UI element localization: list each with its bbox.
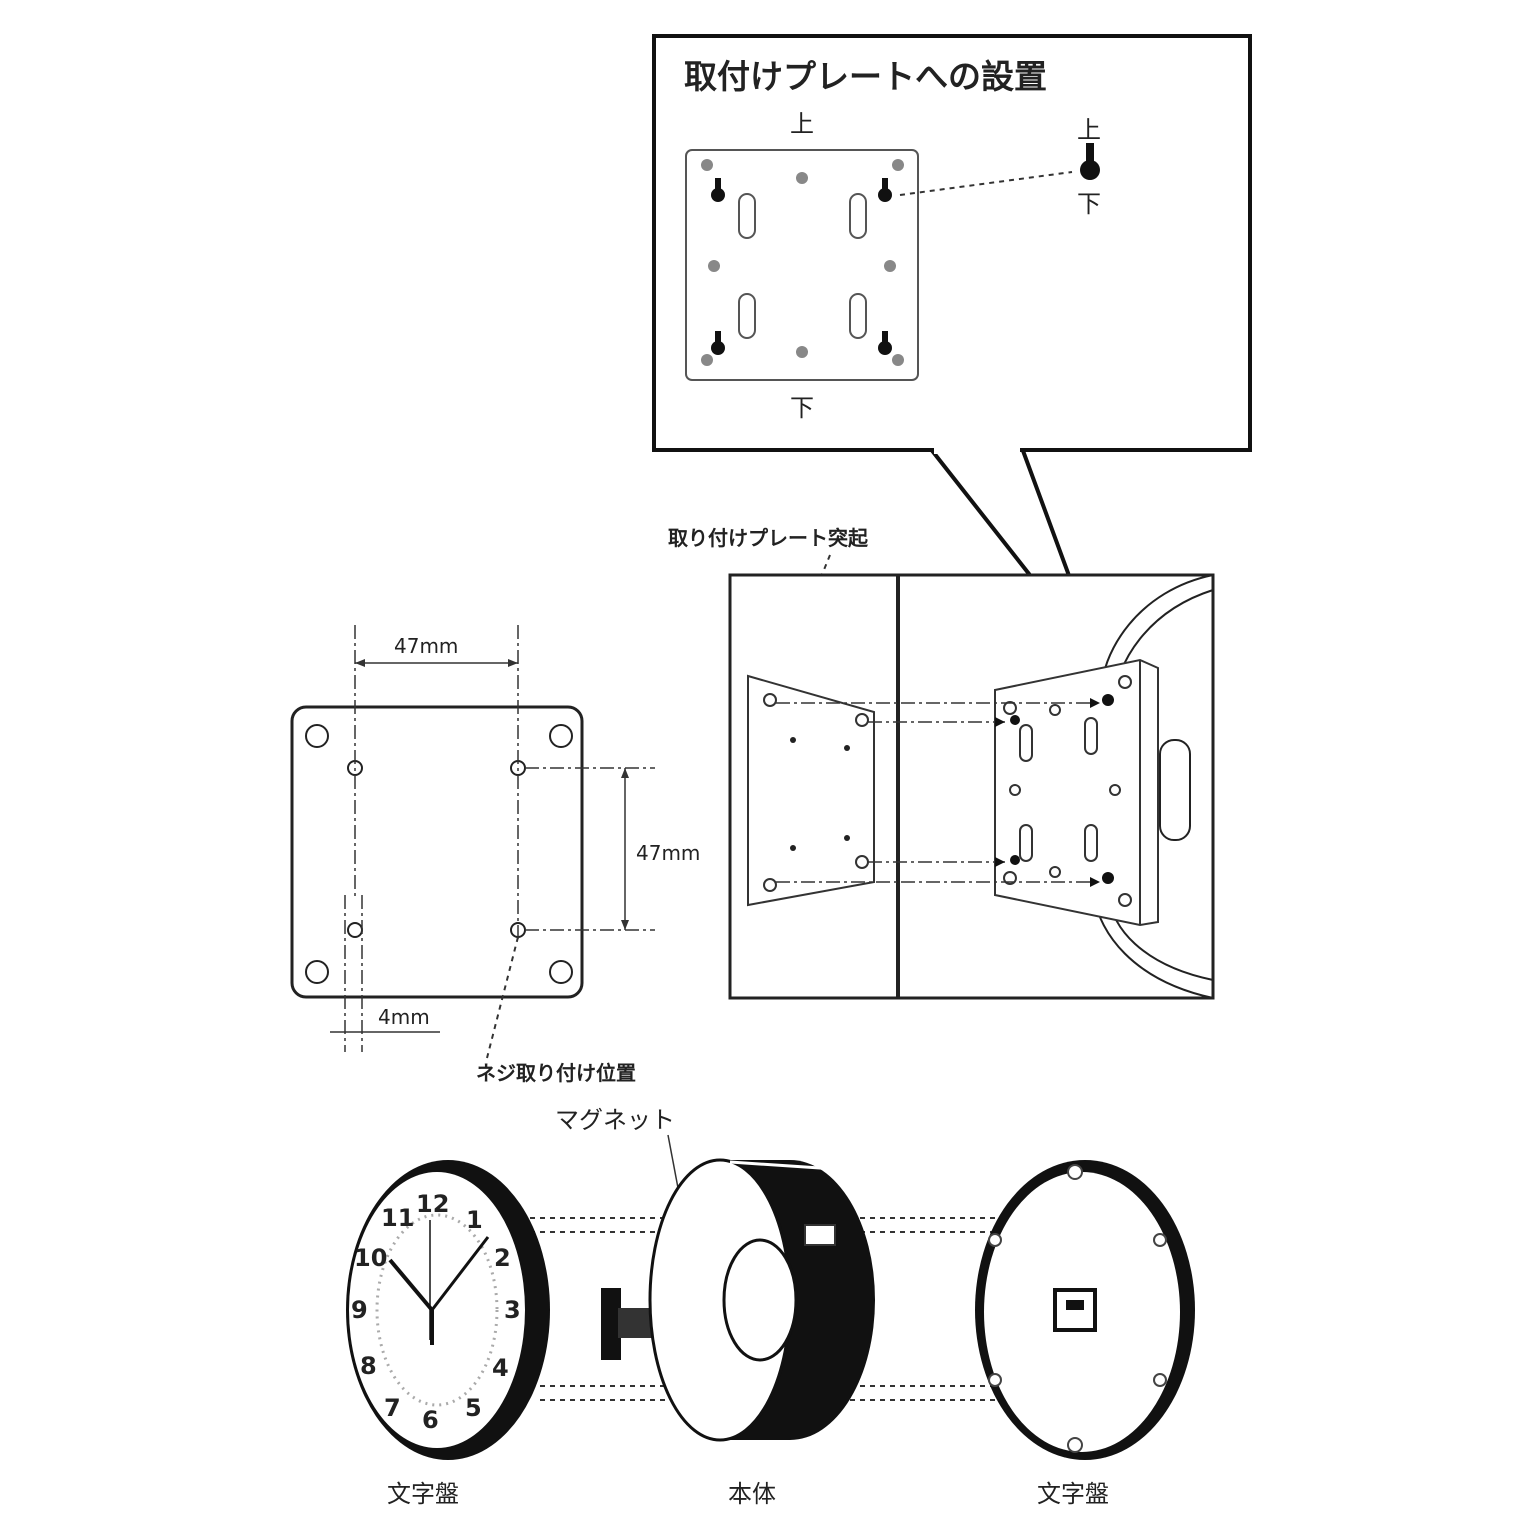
keyhole-icon <box>1080 143 1100 180</box>
clock-face-front: 12 1 2 3 4 5 6 7 8 9 10 11 <box>346 1160 550 1460</box>
protrusion-label: 取り付けプレート突起 <box>668 526 869 550</box>
keyhole-top-label: 上 <box>1077 116 1101 144</box>
exploded-view: マグネット 12 1 2 3 4 5 6 7 <box>346 1106 1195 1508</box>
plate-screw-holes <box>701 159 904 366</box>
body-label: 本体 <box>728 1480 776 1508</box>
svg-text:8: 8 <box>360 1352 377 1380</box>
clock-numbers: 12 1 2 3 4 5 6 7 8 9 10 11 <box>351 1190 521 1434</box>
callout-panel: 取付けプレートへの設置 上 下 上 下 <box>652 34 1252 670</box>
right-dial-label: 文字盤 <box>1037 1480 1109 1508</box>
dim-vertical-label: 47mm <box>636 841 700 865</box>
dim-offset-label: 4mm <box>378 1005 430 1029</box>
screw-position-label: ネジ取り付け位置 <box>476 1061 636 1085</box>
svg-text:4: 4 <box>492 1354 509 1382</box>
svg-text:6: 6 <box>422 1406 439 1434</box>
callout-title: 取付けプレートへの設置 <box>684 57 1047 96</box>
svg-text:7: 7 <box>384 1394 401 1422</box>
svg-text:11: 11 <box>381 1204 414 1232</box>
keyhole-bottom-label: 下 <box>1077 190 1101 218</box>
svg-text:10: 10 <box>354 1244 387 1272</box>
keyhole-icons <box>711 178 892 355</box>
magnet-label: マグネット <box>555 1106 675 1134</box>
clock-face-back <box>975 1160 1195 1460</box>
plate-slots <box>738 193 867 339</box>
clock-body <box>648 1158 875 1442</box>
movement-icon <box>1053 1288 1097 1332</box>
dimension-plate-diagram: 47mm 47mm 4mm ネジ取り付け位置 <box>290 625 700 1085</box>
svg-text:5: 5 <box>465 1394 482 1422</box>
svg-text:1: 1 <box>466 1206 483 1234</box>
svg-text:9: 9 <box>351 1296 368 1324</box>
plate-top-label: 上 <box>790 110 814 138</box>
svg-text:12: 12 <box>416 1190 449 1218</box>
mounting-plate <box>685 149 919 381</box>
wall-mount-panel: 取り付けプレート突起 <box>668 526 1215 1000</box>
svg-text:2: 2 <box>494 1244 511 1272</box>
svg-text:3: 3 <box>504 1296 521 1324</box>
plate-bottom-label: 下 <box>790 394 814 422</box>
dim-horizontal-label: 47mm <box>394 634 458 658</box>
left-dial-label: 文字盤 <box>387 1480 459 1508</box>
